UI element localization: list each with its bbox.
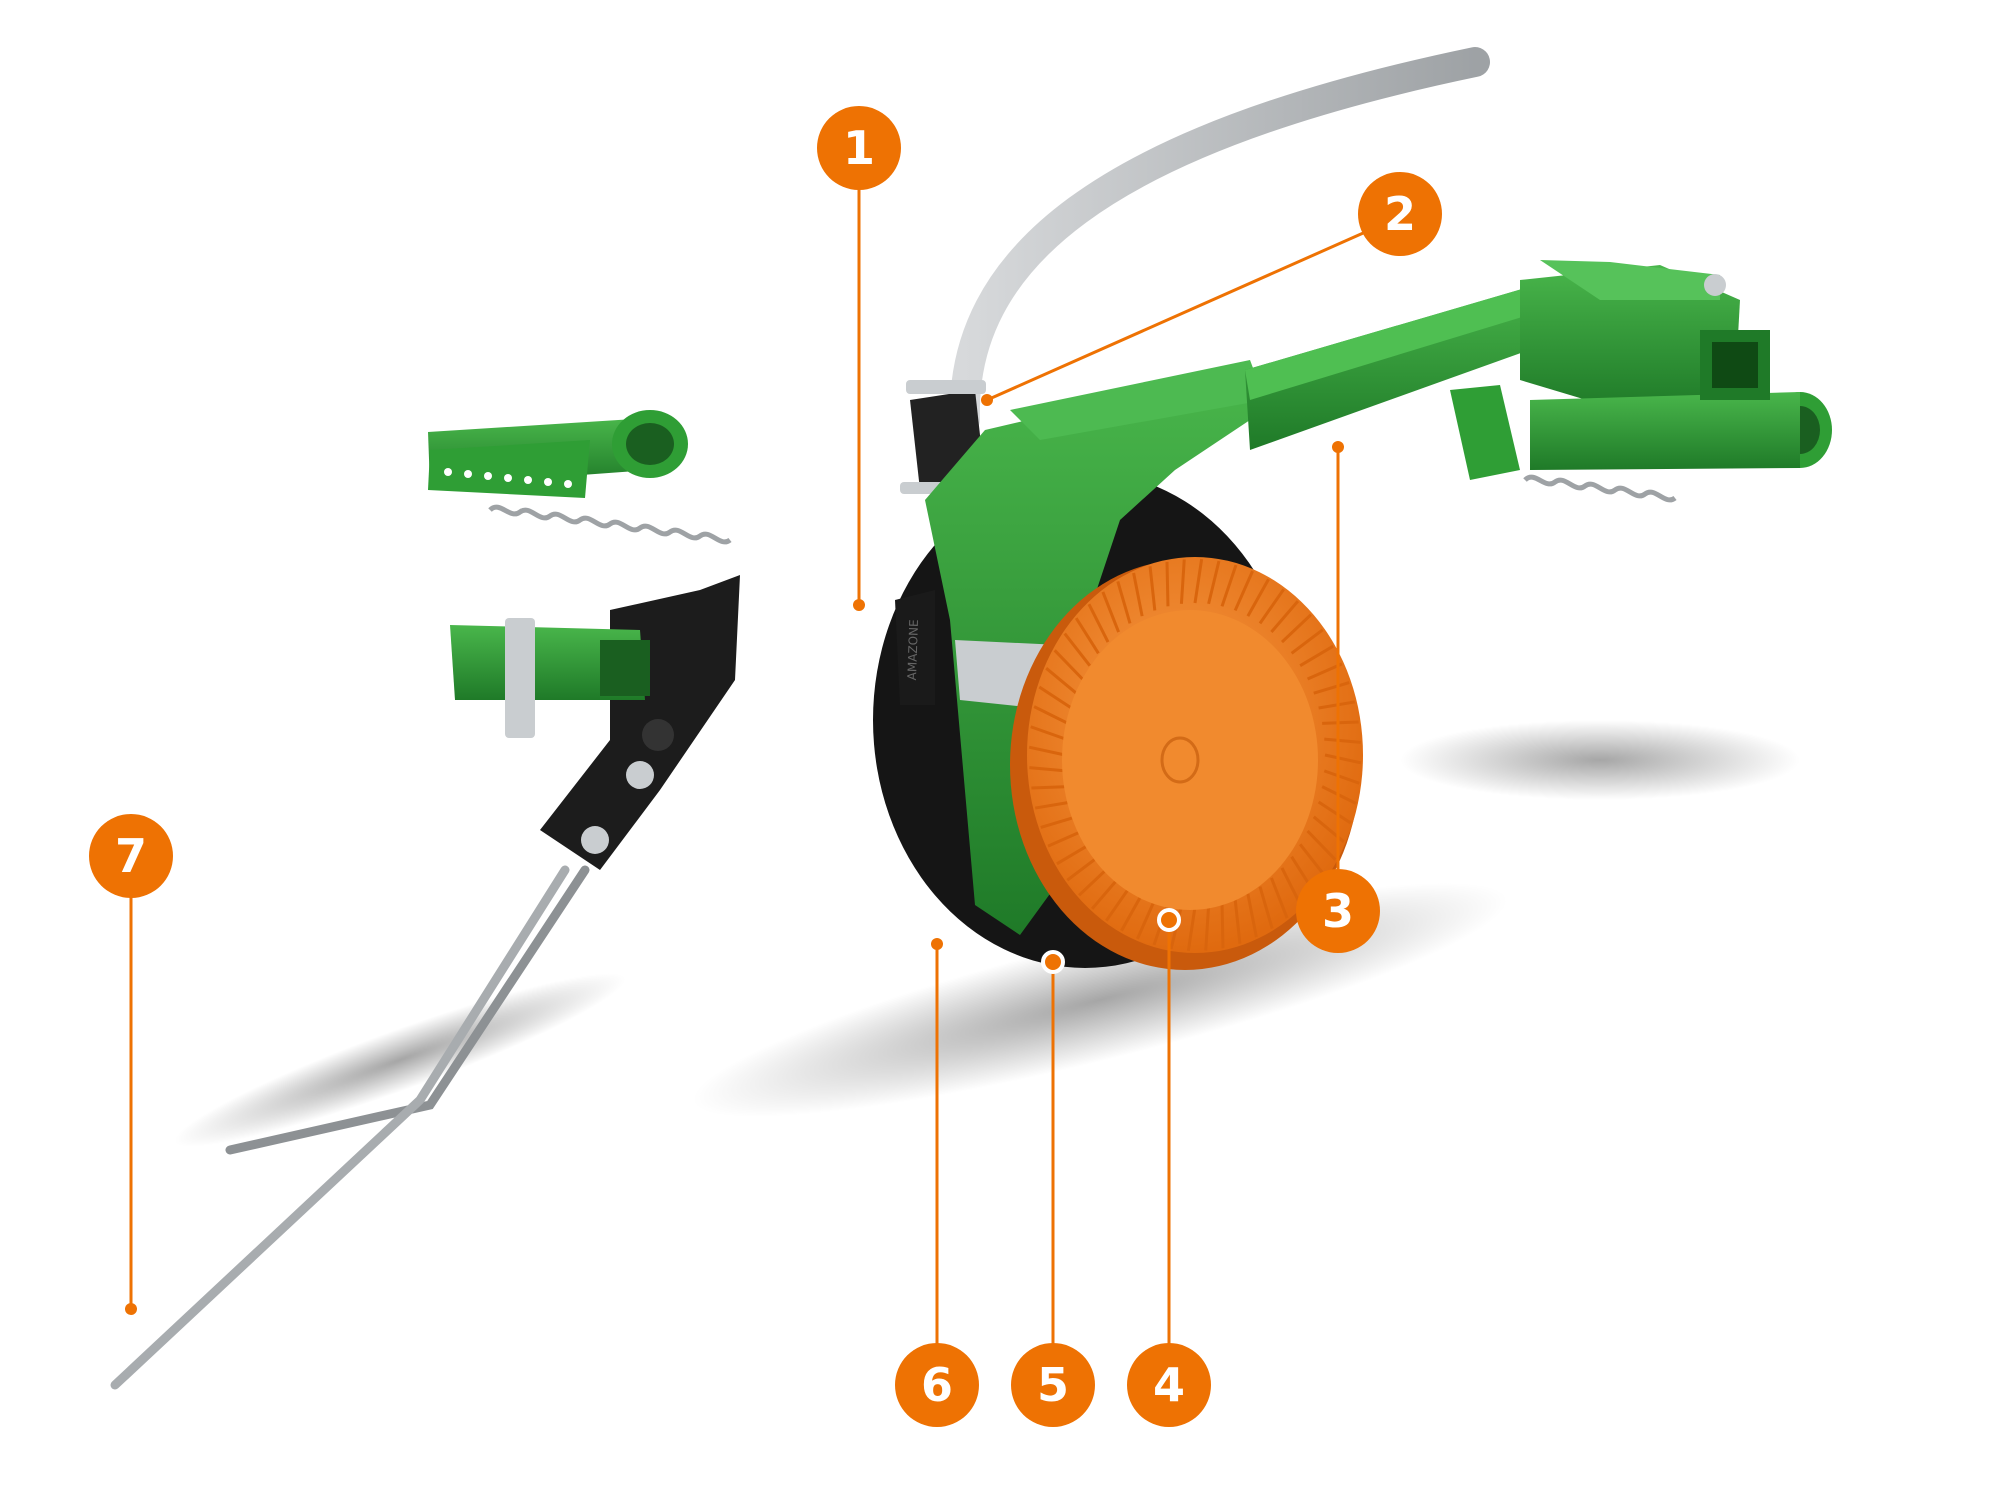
brand-handle	[895, 590, 935, 705]
callout-number-4: 4	[1153, 1358, 1185, 1412]
callout-number-5: 5	[1037, 1358, 1069, 1412]
press-wheel-tooth	[1148, 566, 1157, 611]
press-wheel-tooth	[1298, 843, 1327, 878]
callout-badge-4: 4	[1127, 1343, 1211, 1427]
leader-line-2	[986, 228, 1371, 402]
seeding-coulter: AMAZONE	[873, 47, 1832, 970]
press-wheel-tooth	[1034, 800, 1072, 810]
press-wheel-tooth	[1165, 561, 1170, 607]
press-wheel-tooth	[1038, 685, 1073, 710]
press-wheel-tooth	[1053, 649, 1084, 681]
callout-number-7: 7	[115, 829, 147, 883]
press-wheel-tooth	[1056, 843, 1091, 866]
press-wheel	[1010, 557, 1363, 970]
coulter-pressure-spring	[1523, 474, 1677, 503]
press-wheel-tooth	[1246, 578, 1270, 617]
press-wheel-tooth	[1290, 628, 1324, 655]
press-wheel-tooth	[1258, 886, 1274, 929]
press-wheel-tooth	[1116, 581, 1132, 624]
press-wheel-tooth	[1090, 876, 1120, 910]
leader-lines	[129, 180, 1371, 1355]
press-wheel-tooth	[1031, 785, 1068, 790]
press-wheel-tooth	[1220, 564, 1238, 607]
press-wheel-tooth	[1066, 855, 1100, 882]
coulter-frame	[925, 368, 1250, 935]
press-wheel-tooth	[1063, 632, 1092, 667]
press-wheel-tooth	[1299, 644, 1334, 667]
coulter-mount-bracket	[1520, 265, 1740, 410]
callout-badge-5: 5	[1011, 1343, 1095, 1427]
leader-dot-3	[1332, 441, 1344, 453]
callout-badge-7: 7	[89, 814, 173, 898]
press-wheel-tooth	[1029, 766, 1066, 773]
press-wheel-tooth	[1306, 829, 1337, 861]
press-wheel-tooth	[1033, 705, 1069, 725]
press-wheel-tooth	[1323, 769, 1360, 785]
press-wheel-tooth	[1030, 725, 1067, 741]
press-wheel-tooth	[1087, 603, 1110, 643]
press-wheel-tooth	[1313, 681, 1350, 695]
callout-layer: 1 2 3 4 5 6 7	[89, 106, 1442, 1427]
press-wheel-tooth	[1322, 720, 1359, 725]
harrow-tine-upper	[225, 865, 590, 1155]
harrow-square-tube	[450, 625, 645, 700]
ground-shadows	[174, 720, 1800, 1147]
harrow-assembly	[110, 410, 740, 1390]
seed-hose	[949, 47, 1490, 435]
leader-dot-4	[1157, 908, 1181, 932]
callout-badge-2: 2	[1358, 172, 1442, 256]
press-wheel-tooth	[1220, 903, 1225, 949]
press-wheel-tooth	[1258, 588, 1285, 625]
leader-dot-5	[1041, 950, 1065, 974]
harrow-bracket	[540, 575, 740, 870]
press-wheel-tooth	[1233, 570, 1254, 612]
brand-mark: AMAZONE	[905, 619, 921, 680]
leader-dot-6	[931, 938, 943, 950]
press-wheel-tooth	[1207, 560, 1221, 605]
press-wheel-tooth	[1101, 591, 1120, 633]
callout-number-6: 6	[921, 1358, 953, 1412]
callout-number-2: 2	[1384, 187, 1416, 241]
press-wheel-tooth	[1324, 753, 1362, 765]
press-wheel-tooth	[1179, 559, 1186, 604]
press-wheel-tooth	[1040, 815, 1077, 829]
press-wheel-tooth	[1078, 866, 1110, 897]
harrow-tine-lower	[110, 865, 570, 1390]
leader-dot-1	[853, 599, 865, 611]
press-wheel-tooth	[1270, 600, 1300, 634]
press-wheel-tooth	[1120, 893, 1144, 932]
press-wheel-tooth	[1028, 745, 1066, 757]
press-wheel-tooth	[1105, 885, 1132, 922]
leader-dot-2	[981, 394, 993, 406]
leader-endpoints	[125, 394, 1344, 1315]
callout-badge-3: 3	[1296, 869, 1380, 953]
press-wheel-tooth	[1280, 613, 1312, 644]
press-wheel-tooth	[1246, 893, 1258, 938]
harrow-tension-spring	[488, 504, 732, 545]
press-wheel-tooth	[1045, 667, 1078, 695]
press-wheel-tooth	[1074, 617, 1100, 655]
press-wheel-tooth	[1132, 572, 1144, 617]
press-wheel-tooth	[1270, 877, 1289, 919]
callout-number-1: 1	[843, 121, 875, 175]
callout-number-3: 3	[1322, 884, 1354, 938]
callout-badge-1: 1	[817, 106, 901, 190]
leader-dot-7	[125, 1303, 137, 1315]
press-wheel-tooth	[1233, 899, 1242, 944]
press-wheel-tooth	[1193, 558, 1204, 604]
press-wheel-tooth	[1204, 906, 1211, 951]
press-wheel-tooth	[1186, 906, 1197, 952]
press-wheel-tooth	[1317, 800, 1352, 825]
press-wheel-tooth	[1047, 829, 1084, 848]
press-wheel-tooth	[1136, 898, 1157, 940]
press-wheel-tooth	[1306, 662, 1343, 681]
press-wheel-tooth	[1324, 737, 1361, 744]
callout-badge-6: 6	[895, 1343, 979, 1427]
